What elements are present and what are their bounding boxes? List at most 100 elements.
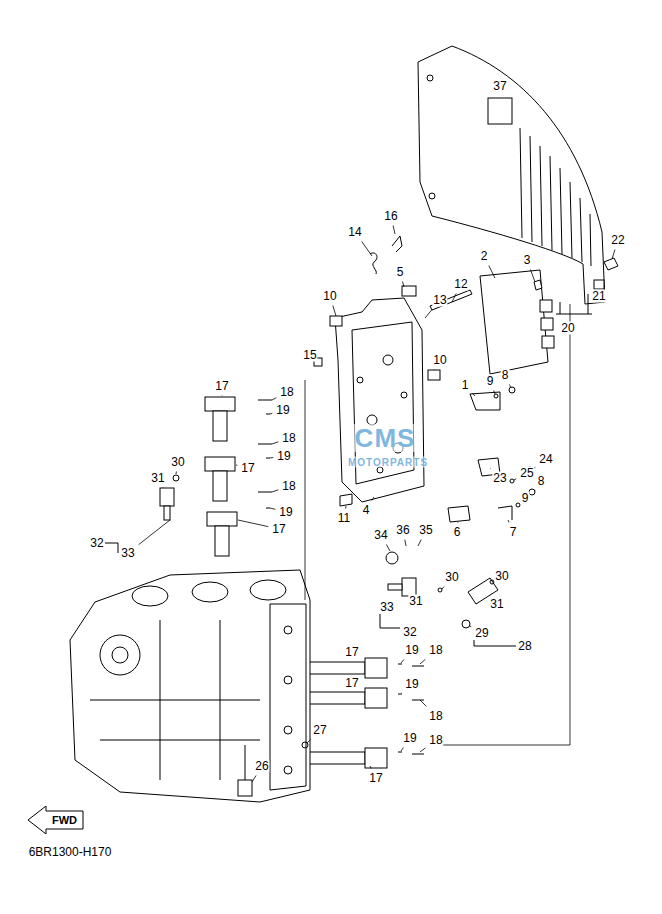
- leader-line: [405, 540, 406, 547]
- callout-number: 37: [492, 80, 507, 93]
- watermark: MOTORPARTS: [347, 457, 429, 468]
- callout-number: 18: [428, 710, 443, 723]
- leader-line: [370, 766, 371, 769]
- callout-number: 9: [521, 492, 530, 505]
- leader-line: [393, 226, 395, 235]
- callout-number: 20: [560, 322, 575, 335]
- part-outline: [398, 664, 424, 754]
- part-outline: [402, 286, 416, 296]
- part-outline: [438, 588, 442, 592]
- leader-line: [401, 692, 402, 693]
- part-outline: [238, 780, 252, 796]
- leader-line: [272, 398, 276, 400]
- callout-number: 26: [254, 760, 269, 773]
- leader-line: [162, 487, 163, 489]
- callout-number: 23: [492, 472, 507, 485]
- part-outline: [542, 336, 554, 348]
- callout-number: 4: [362, 504, 371, 517]
- callout-number: 18: [428, 644, 443, 657]
- callout-number: 18: [281, 480, 296, 493]
- diagram-code: 6BR1300-H170: [28, 846, 113, 859]
- leader-line: [272, 442, 278, 444]
- leader-line: [270, 508, 275, 509]
- cover-screw: [556, 258, 618, 314]
- part-outline: [498, 506, 512, 520]
- part-outline: [270, 604, 306, 790]
- callout-number: 31: [408, 595, 423, 608]
- part-outline: [430, 290, 472, 310]
- part-outline: [494, 394, 498, 398]
- leader-line: [612, 250, 615, 260]
- leader-line: [420, 659, 425, 664]
- part-outline: [90, 620, 260, 780]
- leader-line: [252, 776, 256, 783]
- part-outline: [365, 688, 387, 708]
- part-outline: [250, 580, 286, 600]
- part-outline: [418, 46, 605, 304]
- part-outline: [392, 236, 402, 252]
- watermark: CMS: [354, 424, 417, 452]
- callout-number: 9: [486, 375, 495, 388]
- callout-number: 32: [402, 626, 417, 639]
- callout-number: 19: [404, 678, 419, 691]
- callout-number: 24: [538, 453, 553, 466]
- part-outline: [340, 494, 352, 506]
- callout-number: 31: [150, 472, 165, 485]
- part-outline: [428, 370, 440, 380]
- leader-line: [494, 391, 495, 395]
- callout-number: 5: [396, 266, 405, 279]
- part-outline: [305, 380, 306, 600]
- callout-number: 17: [344, 646, 359, 659]
- part-outline: [365, 748, 387, 768]
- leader-line: [401, 660, 404, 664]
- callout-number: 30: [494, 570, 509, 583]
- callout-number: 18: [279, 386, 294, 399]
- part-outline: [330, 316, 342, 326]
- leader-line: [345, 506, 346, 509]
- part-outline: [429, 193, 435, 199]
- callout-number: 29: [474, 627, 489, 640]
- callout-number: 11: [337, 512, 351, 525]
- leader-line: [508, 520, 509, 523]
- part-outline: [245, 745, 246, 780]
- callout-number: 13: [432, 294, 447, 307]
- leader-line: [535, 490, 536, 492]
- leader-line: [425, 310, 432, 319]
- callout-number: 21: [591, 290, 606, 303]
- part-outline: [520, 128, 591, 266]
- leader-line: [272, 490, 278, 492]
- callout-number: 3: [523, 254, 532, 267]
- part-outline: [305, 692, 365, 704]
- ecu-cover: [418, 46, 605, 304]
- arrow-outline: [28, 806, 83, 834]
- part-outline: [604, 258, 618, 270]
- callout-number: 18: [281, 432, 296, 445]
- callout-number: 30: [444, 571, 459, 584]
- callout-number: 35: [418, 524, 433, 537]
- part-outline: [594, 280, 604, 289]
- leader-line: [470, 626, 471, 628]
- part-outline: [284, 726, 292, 734]
- part-outline: [402, 578, 416, 596]
- part-outline: [70, 570, 310, 802]
- callout-number: 19: [402, 732, 417, 745]
- callout-number: 31: [489, 598, 504, 611]
- part-outline: [510, 479, 514, 483]
- callout-number: 18: [428, 734, 443, 747]
- leader-line: [270, 413, 272, 415]
- callout-number: 19: [278, 506, 293, 519]
- part-outline: [164, 506, 170, 520]
- leader-line: [530, 270, 535, 283]
- part-outline: [213, 411, 227, 441]
- callout-number: 22: [610, 234, 625, 247]
- callout-number: 34: [373, 529, 388, 542]
- part-outline: [462, 620, 470, 628]
- callout-number: 28: [517, 640, 532, 653]
- callout-number: 6: [453, 526, 462, 539]
- callout-number: 16: [383, 210, 398, 223]
- part-outline: [258, 400, 272, 508]
- part-outline: [448, 506, 470, 522]
- part-outline: [357, 377, 363, 383]
- part-outline: [192, 582, 228, 602]
